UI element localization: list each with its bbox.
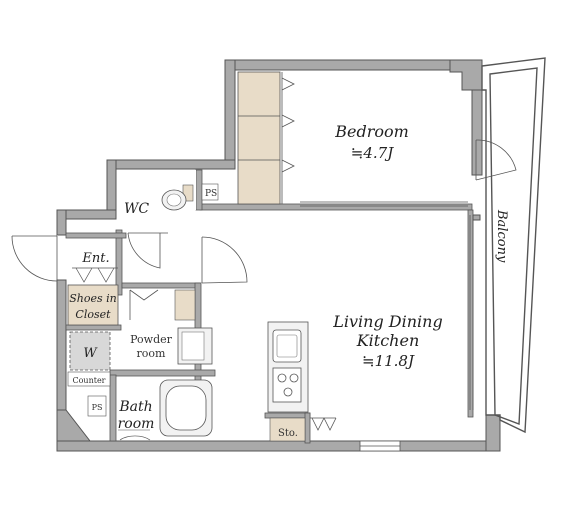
- shoes-closet-line1: Shoes in: [69, 292, 117, 305]
- exterior-walls: [56, 59, 501, 452]
- ps-bottom-label: PS: [92, 403, 103, 412]
- columns: [56, 59, 483, 442]
- bottom-window: [359, 440, 401, 452]
- sink-icon: [272, 329, 302, 363]
- balcony: [481, 57, 546, 434]
- storage-door: [310, 417, 337, 431]
- washer-label: W: [83, 346, 98, 361]
- ldk-size: ≒11.8J: [362, 352, 415, 370]
- bathroom-line2: room: [118, 416, 155, 432]
- ldk-label-line1: Living Dining: [332, 312, 442, 331]
- powder-cabinet: [174, 289, 196, 321]
- bathroom: [118, 379, 213, 441]
- sliding-partition: [300, 201, 468, 207]
- bedroom-label: Bedroom: [334, 122, 409, 141]
- ldk-window: [469, 215, 474, 410]
- powder-room-line2: room: [137, 347, 167, 360]
- storage-area: [269, 417, 306, 442]
- bedroom-closet: [237, 71, 281, 205]
- hall-door: [201, 236, 248, 284]
- storage-label: Sto.: [278, 428, 298, 439]
- shoes-closet: [67, 284, 119, 326]
- stove-icon: [272, 367, 302, 403]
- wc-label: WC: [124, 201, 149, 217]
- ps-top-label: PS: [205, 189, 217, 199]
- bathroom-line1: Bath: [118, 399, 152, 415]
- washer-box: [69, 331, 111, 371]
- entrance-door: [11, 235, 58, 282]
- ps-bottom-box: [87, 395, 107, 417]
- kitchen-counter: [267, 321, 309, 413]
- shoes-closet-line2: Closet: [75, 308, 111, 321]
- powder-room-door: [129, 289, 159, 320]
- wc-room: [122, 170, 219, 211]
- balcony-label: Balcony: [494, 209, 509, 263]
- bedroom-door: [475, 139, 517, 181]
- entrance-inner-doors: [72, 267, 118, 283]
- wc-door: [127, 232, 168, 269]
- closet-doors: [238, 72, 295, 204]
- entrance-label: Ent.: [81, 251, 109, 266]
- powder-room-line1: Powder: [130, 333, 173, 346]
- counter-label: Counter: [72, 376, 105, 385]
- counter-box: [67, 371, 111, 387]
- bathtub-icon: [165, 385, 207, 431]
- bedroom-size: ≒4.7J: [351, 144, 394, 162]
- ldk-label-line2: Kitchen: [356, 331, 420, 350]
